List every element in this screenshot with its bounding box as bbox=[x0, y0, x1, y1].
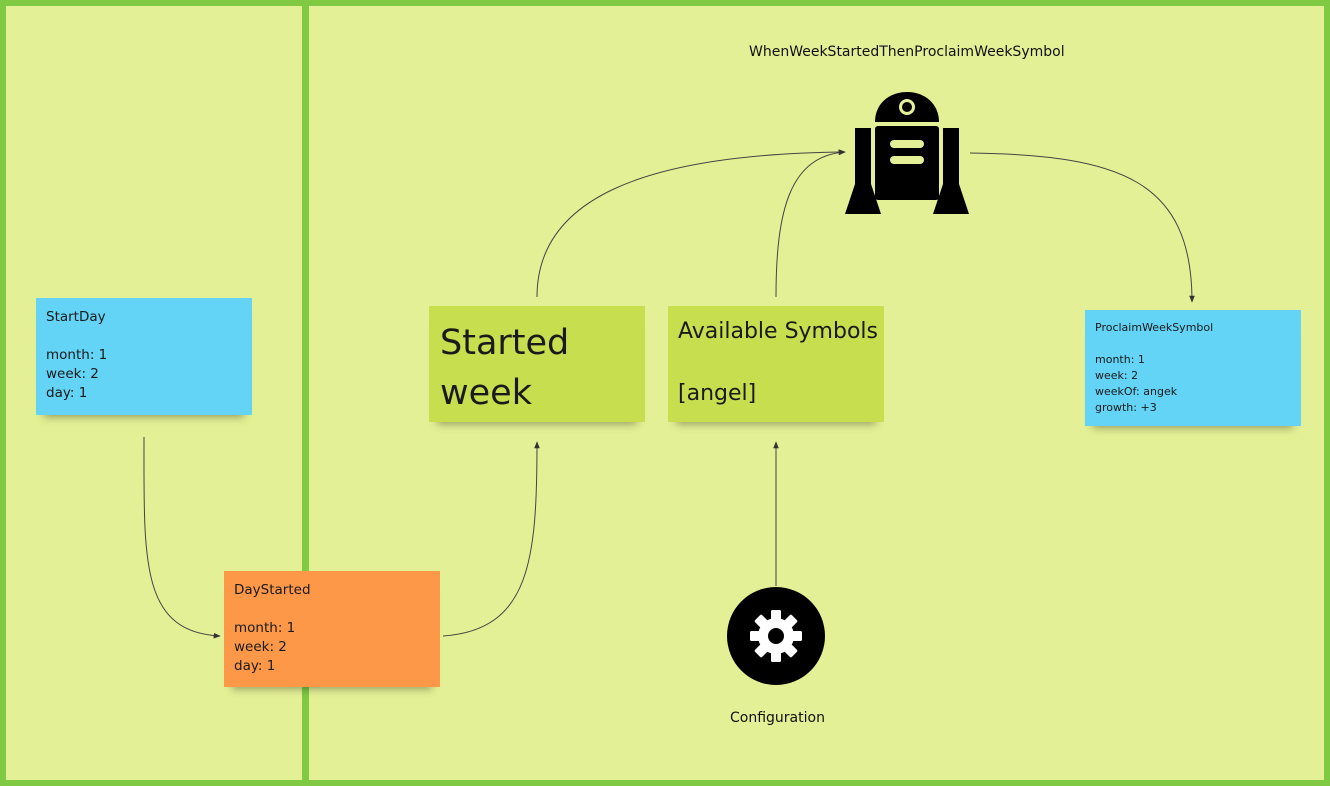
readmodel-text: Started bbox=[440, 323, 570, 363]
command-field: growth: +3 bbox=[1095, 401, 1157, 414]
command-proclaim-week-symbol[interactable]: ProclaimWeekSymbol month: 1 week: 2 week… bbox=[1085, 310, 1301, 426]
event-daystarted[interactable]: DayStarted month: 1 week: 2 day: 1 bbox=[224, 571, 440, 687]
event-field: day: 1 bbox=[234, 658, 276, 674]
readmodel-available-symbols[interactable]: Available Symbols [angel] bbox=[668, 306, 884, 422]
arrow-available-to-robot bbox=[775, 149, 846, 298]
command-title: ProclaimWeekSymbol bbox=[1095, 321, 1214, 334]
robot-icon[interactable] bbox=[845, 92, 969, 214]
event-field: month: 1 bbox=[46, 347, 108, 363]
readmodel-title: Available Symbols bbox=[678, 319, 878, 344]
event-startday[interactable]: StartDay month: 1 week: 2 day: 1 bbox=[36, 298, 252, 415]
event-title: StartDay bbox=[46, 309, 106, 325]
automation-title: WhenWeekStartedThenProclaimWeekSymbol bbox=[749, 44, 1065, 60]
arrow-daystarted-to-startedweek bbox=[442, 441, 540, 637]
arrow-startedweek-to-robot bbox=[536, 149, 846, 298]
configuration-label: Configuration bbox=[730, 710, 825, 726]
readmodel-text: week bbox=[440, 373, 532, 413]
event-field: week: 2 bbox=[46, 366, 99, 382]
gear-icon[interactable] bbox=[727, 587, 825, 685]
command-field: month: 1 bbox=[1095, 353, 1145, 366]
command-field: week: 2 bbox=[1095, 369, 1139, 382]
arrow-robot-to-proclaim bbox=[969, 152, 1195, 303]
event-title: DayStarted bbox=[234, 582, 311, 598]
command-field: weekOf: angek bbox=[1095, 385, 1178, 398]
readmodel-started-week[interactable]: Started week bbox=[429, 306, 645, 422]
event-field: day: 1 bbox=[46, 385, 88, 401]
event-field: month: 1 bbox=[234, 620, 296, 636]
swimlane-right bbox=[303, 0, 1330, 786]
event-field: week: 2 bbox=[234, 639, 287, 655]
arrow-startday-to-daystarted bbox=[143, 436, 221, 639]
readmodel-value: [angel] bbox=[678, 381, 757, 406]
